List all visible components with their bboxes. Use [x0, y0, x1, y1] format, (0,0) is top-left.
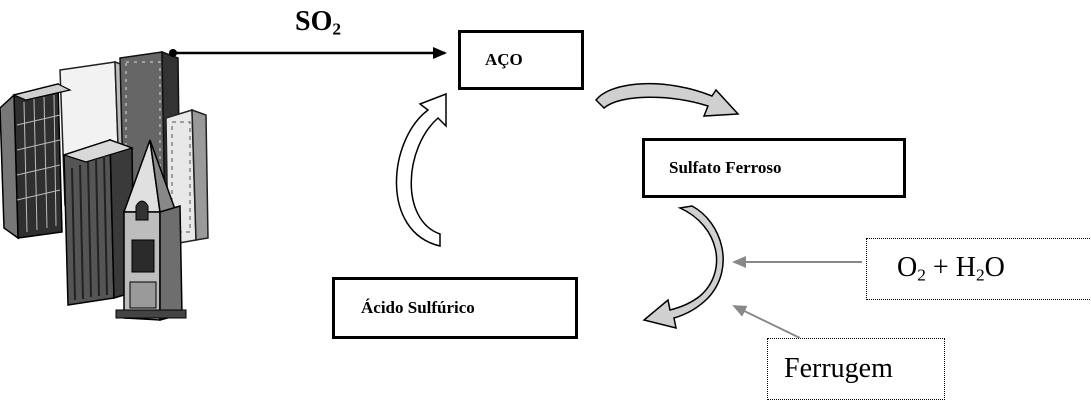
- so2-label: SO2: [295, 6, 342, 39]
- curved-arrow-sulfato-to-acido: [642, 205, 724, 330]
- acido-sulfurico-box: Ácido Sulfúrico: [332, 277, 578, 339]
- ferrugem-box: Ferrugem: [767, 338, 945, 400]
- sulfato-ferroso-box: Sulfato Ferroso: [642, 138, 906, 198]
- curved-arrow-acido-to-aco: [395, 92, 447, 247]
- curved-arrow-aco-to-sulfato: [594, 83, 740, 117]
- aco-box: AÇO: [458, 30, 584, 90]
- city-buildings-icon: [0, 50, 209, 321]
- o2-h2o-box: O2 + H2O: [866, 238, 1091, 300]
- aco-label: AÇO: [485, 50, 523, 69]
- sulfato-ferroso-label: Sulfato Ferroso: [669, 158, 782, 177]
- ferrugem-input-arrow: [732, 305, 801, 339]
- acido-sulfurico-label: Ácido Sulfúrico: [361, 298, 475, 317]
- ferrugem-label: Ferrugem: [784, 353, 893, 384]
- o2-h2o-label: O2 + H2O: [897, 252, 1005, 285]
